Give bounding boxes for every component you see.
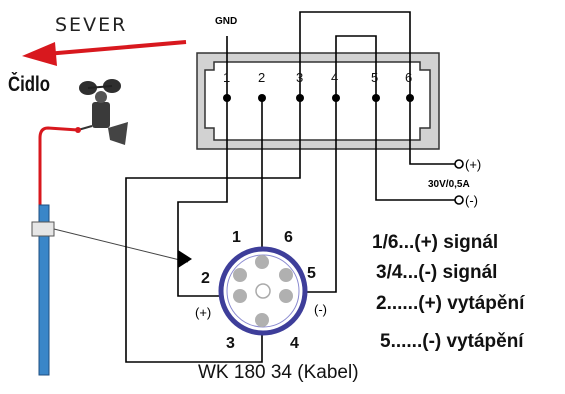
mast-clamp — [31, 221, 55, 237]
terminal-number-1: 1 — [223, 70, 230, 85]
terminal-number-labels: 1 2 3 4 5 6 — [223, 70, 412, 85]
connector-pin-2: 2 — [201, 270, 210, 287]
sensor-label: Čidlo — [8, 73, 50, 96]
supply-minus-terminal — [454, 195, 464, 205]
legend-item-signal-minus: 3/4...(-) signál — [376, 262, 498, 283]
supply-plus-label: (+) — [465, 157, 481, 172]
legend-item-signal-plus: 1/6...(+) signál — [372, 232, 499, 253]
connector-minus-label: (-) — [314, 302, 327, 317]
wires — [125, 11, 455, 363]
north-arrow-icon — [22, 40, 187, 66]
terminal-number-2: 2 — [258, 70, 265, 85]
terminal-number-5: 5 — [371, 70, 378, 85]
sensor-cable — [38, 126, 79, 220]
connector-pin-5: 5 — [307, 265, 316, 282]
mast — [38, 204, 50, 376]
terminal-number-4: 4 — [331, 70, 338, 85]
sensor-icon — [75, 79, 128, 145]
terminal-number-6: 6 — [405, 70, 412, 85]
connector-plus-label: (+) — [195, 305, 211, 320]
supply-plus-terminal — [454, 159, 464, 169]
connector-pin-4: 4 — [290, 335, 299, 352]
direction-label: SEVER — [55, 14, 128, 36]
legend-item-heating-minus: 5......(-) vytápění — [380, 331, 524, 352]
connector-pin-6: 6 — [284, 229, 293, 246]
supply-minus-label: (-) — [465, 193, 478, 208]
round-connector — [218, 246, 308, 336]
pointer-line — [53, 228, 189, 263]
supply-rating-label: 30V/0,5A — [428, 179, 470, 190]
connector-pin-1: 1 — [232, 229, 241, 246]
terminal-block — [196, 52, 440, 150]
terminal-number-3: 3 — [296, 70, 303, 85]
legend-item-heating-plus: 2......(+) vytápění — [376, 293, 525, 314]
wire-arrow-icon — [178, 250, 192, 268]
connector-pin-3: 3 — [226, 335, 235, 352]
cable-caption: WK 180 34 (Kabel) — [198, 362, 359, 383]
connector-pin-labels: 1 6 2 5 3 4 — [201, 229, 316, 352]
gnd-label: GND — [215, 16, 237, 27]
